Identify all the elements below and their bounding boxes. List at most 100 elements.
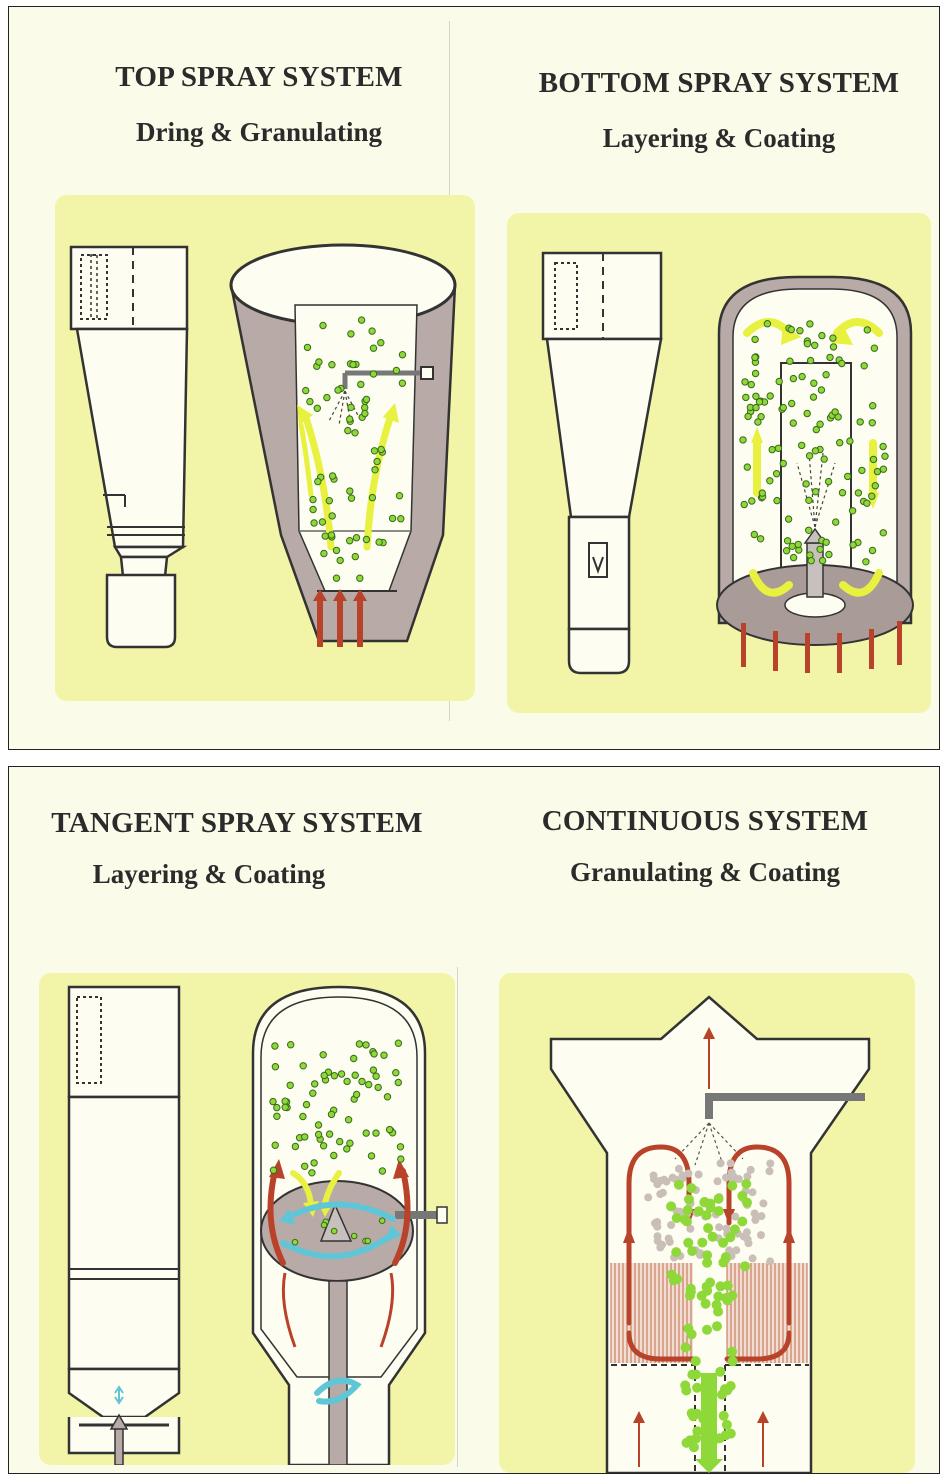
particle	[757, 536, 763, 542]
particle	[366, 1081, 372, 1087]
particle	[686, 1183, 696, 1193]
particle	[362, 410, 368, 416]
particle	[274, 1113, 280, 1119]
particle	[705, 1278, 715, 1288]
particle	[374, 458, 380, 464]
particle	[663, 1178, 671, 1186]
particle	[766, 1160, 774, 1168]
particle	[320, 1052, 326, 1058]
particle	[718, 1238, 728, 1248]
particle	[705, 1199, 715, 1209]
particle	[807, 357, 813, 363]
particle	[774, 497, 780, 503]
particle	[315, 1122, 321, 1128]
particle	[727, 1347, 737, 1357]
particle	[314, 405, 320, 411]
particle	[370, 345, 376, 351]
particle	[799, 373, 805, 379]
particle	[331, 1152, 337, 1158]
particle	[358, 317, 364, 323]
particle	[345, 1117, 351, 1123]
particle	[396, 493, 402, 499]
particle	[812, 342, 818, 348]
particle	[321, 1222, 327, 1228]
particle	[880, 466, 886, 472]
particle	[694, 1206, 704, 1216]
particle	[825, 478, 831, 484]
particle	[759, 490, 765, 496]
particle	[272, 1043, 278, 1049]
particle	[697, 1291, 707, 1301]
particle	[849, 508, 855, 514]
particle	[714, 1177, 722, 1185]
particle	[379, 1168, 385, 1174]
particle	[358, 381, 364, 387]
particle	[357, 575, 363, 581]
particle	[356, 1041, 362, 1047]
particle	[347, 488, 353, 494]
particle	[683, 1205, 693, 1215]
particle	[806, 527, 812, 533]
particle	[369, 328, 375, 334]
particle	[329, 513, 335, 519]
particle	[749, 1254, 757, 1262]
particle	[368, 1153, 374, 1159]
particle	[752, 370, 758, 376]
particle	[766, 1257, 774, 1265]
particle	[353, 535, 359, 541]
particle	[813, 426, 819, 432]
particle	[806, 453, 812, 459]
particle	[272, 1064, 278, 1070]
particle	[684, 1194, 694, 1204]
particle	[371, 448, 377, 454]
particle	[785, 516, 791, 522]
particle	[756, 399, 762, 405]
particle	[348, 495, 354, 501]
particle	[727, 1181, 737, 1191]
particle	[741, 501, 747, 507]
particle	[706, 1423, 716, 1433]
particle	[730, 1172, 738, 1180]
particle	[393, 1070, 399, 1076]
particle	[804, 410, 810, 416]
particle	[811, 380, 817, 386]
particle	[818, 387, 824, 393]
particle	[767, 393, 773, 399]
particle	[322, 533, 328, 539]
particle	[832, 409, 838, 415]
particle	[776, 378, 782, 384]
particle	[719, 1411, 729, 1421]
particle	[666, 1201, 676, 1211]
particle	[359, 1078, 365, 1084]
particle	[379, 1218, 385, 1224]
particle	[847, 438, 853, 444]
particle	[813, 489, 819, 495]
particle	[870, 456, 876, 462]
particle	[741, 1179, 751, 1189]
particle	[363, 536, 369, 542]
particle	[807, 321, 813, 327]
tangent-spray-subtitle: Layering & Coating	[49, 859, 369, 890]
particle	[393, 367, 399, 373]
particle	[300, 1113, 306, 1119]
particle	[363, 1130, 369, 1136]
particle	[708, 1232, 718, 1242]
particle	[744, 464, 750, 470]
bottom-spray-title: BOTTOM SPRAY SYSTEM	[514, 67, 924, 100]
particle	[812, 448, 818, 454]
particle	[808, 558, 814, 564]
particle	[644, 1193, 652, 1201]
particle	[389, 515, 395, 521]
particle	[845, 473, 851, 479]
particle	[748, 381, 754, 387]
particle	[331, 1228, 337, 1234]
particle	[749, 498, 755, 504]
particle	[788, 326, 794, 332]
tangent-spray-title: TANGENT SPRAY SYSTEM	[37, 807, 437, 840]
particle	[764, 321, 770, 327]
particle	[715, 1223, 723, 1231]
particle	[869, 547, 875, 553]
particle	[864, 500, 870, 506]
particle	[715, 1367, 725, 1377]
particle	[737, 1217, 747, 1227]
